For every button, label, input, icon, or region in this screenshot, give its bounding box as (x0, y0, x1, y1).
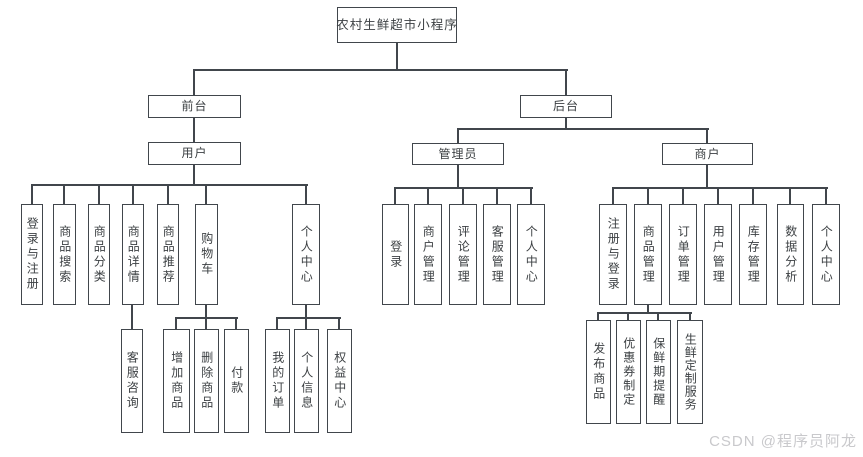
node-product-recommend: 商品推荐 (157, 204, 179, 305)
connector-line (689, 313, 691, 320)
connector-line (752, 188, 754, 204)
connector-line (612, 188, 614, 204)
connector-line (457, 129, 459, 143)
node-personal-info: 个人信息 (294, 329, 319, 433)
connector-line (682, 188, 684, 204)
connector-line (394, 188, 396, 204)
node-login-register: 登录与注册 (21, 204, 43, 305)
node-merchant: 商户 (662, 143, 753, 165)
node-product-detail: 商品详情 (122, 204, 144, 305)
connector-line (193, 69, 568, 71)
node-user: 用户 (148, 142, 241, 165)
node-product-category: 商品分类 (88, 204, 110, 305)
connector-line (305, 185, 307, 204)
connector-line (530, 188, 532, 204)
node-user-mgmt: 用户管理 (704, 204, 732, 305)
connector-line (98, 185, 100, 204)
connector-line (205, 318, 207, 329)
connector-line (657, 313, 659, 320)
connector-line (427, 188, 429, 204)
connector-line (276, 317, 341, 319)
connector-line (132, 185, 134, 204)
connector-line (706, 165, 708, 188)
node-order-mgmt: 订单管理 (669, 204, 697, 305)
connector-line (462, 188, 464, 204)
node-freshness-reminder: 保鲜期提醒 (646, 320, 671, 424)
node-remove-product: 删除商品 (194, 329, 219, 433)
node-personal-center-merchant: 个人中心 (812, 204, 840, 305)
connector-line (193, 165, 195, 186)
connector-line (627, 313, 629, 320)
node-inventory-mgmt: 库存管理 (739, 204, 767, 305)
connector-line (193, 70, 195, 95)
node-shopping-cart: 购物车 (195, 204, 218, 305)
connector-line (717, 188, 719, 204)
connector-line (338, 318, 340, 329)
connector-line (131, 305, 133, 329)
connector-line (235, 318, 237, 329)
connector-line (31, 184, 308, 186)
node-frontend: 前台 (148, 95, 241, 118)
connector-line (305, 305, 307, 319)
node-data-analysis: 数据分析 (777, 204, 804, 305)
node-add-product: 增加商品 (163, 329, 190, 433)
connector-line (789, 188, 791, 204)
node-personal-center-admin: 个人中心 (517, 204, 545, 305)
connector-line (205, 305, 207, 319)
node-backend: 后台 (520, 95, 612, 118)
connector-line (612, 187, 828, 189)
connector-line (496, 188, 498, 204)
node-admin-login: 登录 (382, 204, 409, 305)
node-customer-service-consult: 客服咨询 (121, 329, 143, 433)
node-rights-center: 权益中心 (327, 329, 352, 433)
node-root: 农村生鲜超市小程序 (336, 7, 457, 43)
connector-line (31, 185, 33, 204)
connector-line (565, 118, 567, 130)
connector-line (193, 118, 195, 142)
node-admin: 管理员 (412, 143, 504, 165)
node-personal-center-user: 个人中心 (292, 204, 320, 305)
node-product-mgmt: 商品管理 (634, 204, 662, 305)
node-payment: 付款 (224, 329, 249, 433)
node-product-search: 商品搜索 (53, 204, 76, 305)
connector-line (565, 70, 567, 95)
connector-line (457, 128, 709, 130)
connector-line (396, 43, 398, 71)
connector-line (597, 312, 692, 314)
connector-line (647, 305, 649, 314)
node-fresh-custom-service: 生鲜定制服务 (677, 320, 703, 424)
connector-line (276, 318, 278, 329)
connector-line (706, 129, 708, 143)
node-my-orders: 我的订单 (265, 329, 290, 433)
connector-line (457, 165, 459, 188)
node-merchant-mgmt: 商户管理 (414, 204, 442, 305)
connector-line (647, 188, 649, 204)
connector-line (825, 188, 827, 204)
watermark: CSDN @程序员阿龙 (709, 433, 857, 450)
node-customer-service-mgmt: 客服管理 (483, 204, 511, 305)
connector-line (167, 185, 169, 204)
connector-line (175, 318, 177, 329)
node-publish-product: 发布商品 (586, 320, 611, 424)
node-register-login: 注册与登录 (599, 204, 627, 305)
connector-line (597, 313, 599, 320)
connector-line (205, 185, 207, 204)
connector-line (63, 185, 65, 204)
node-coupon-create: 优惠券制定 (616, 320, 641, 424)
node-comment-mgmt: 评论管理 (449, 204, 477, 305)
connector-line (305, 318, 307, 329)
